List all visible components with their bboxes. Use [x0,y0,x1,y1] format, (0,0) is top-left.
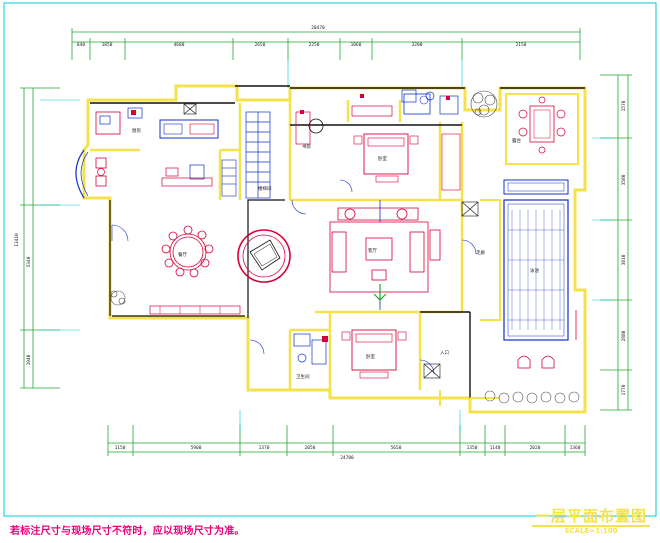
bottom-dim-labels: 1150 5900 1370 2050 5650 1350 1140 2020 … [115,445,581,451]
top-dim: 1060 [351,42,362,48]
staircase: 楼梯间 [245,111,272,199]
plant-top-right [470,90,498,118]
room-label-study: 书房 [302,143,311,150]
bay-window-seating [75,149,107,199]
bottom-total-dim: 24700 [340,455,354,461]
room-label-pool: 泳池 [530,267,539,274]
right-dim: 3580 [621,174,627,185]
bottom-dim: 1150 [115,445,126,451]
room-label-bath: 卫生间 [296,373,310,380]
drawing-note: 若标注尺寸与现场尺寸不符时，应以现场尺寸为准。 [10,526,245,537]
plan-title: 一层平面布置图 [534,507,647,525]
dining-table: 餐厅 [161,225,214,278]
top-dim: 4680 [174,42,185,48]
swimming-pool: 泳池 [503,179,569,341]
left-dim-labels: 13410 5340 1940 [14,233,32,365]
round-feature [237,229,291,283]
top-dim-labels: 840 1850 4680 2650 2250 1060 3200 2150 [77,42,527,48]
plants-bottom-right [484,390,580,404]
bathroom: 卫生间 [293,333,328,380]
terrace-area: 露台 [505,93,579,165]
top-dimension-chain [71,28,581,60]
right-dimension-chain [600,74,632,411]
dining-sideboard [149,305,241,315]
bottom-dimension-chain [107,425,586,456]
right-dim: 1770 [621,384,627,395]
bedroom-1: 卧室 [353,133,461,191]
top-dim: 2150 [516,42,527,48]
plant-left [110,290,126,306]
room-label-kitchen: 厨房 [132,127,141,134]
bedroom-2: 卧室 [341,329,407,379]
title-block: 一层平面布置图 SCALE=1:100 [528,505,654,541]
living-arrow [373,284,387,301]
axis-grid-lines [40,60,612,432]
right-dim: 1570 [621,100,627,111]
bottom-dim: 1370 [259,445,270,451]
top-dim: 1850 [102,42,113,48]
left-dimension-chain [20,87,60,389]
room-label-dining: 餐厅 [178,251,187,258]
room-label-living: 客厅 [368,247,377,254]
top-dim: 2250 [309,42,320,48]
bottom-dim: 1350 [467,445,478,451]
left-dim: 1940 [26,354,32,365]
drawing-frame [3,2,657,517]
bottom-dim: 5650 [391,445,402,451]
left-dim: 5340 [26,256,32,267]
room-label-corridor: 走廊 [476,249,485,256]
left-dim: 13410 [14,233,20,247]
building-walls [82,84,587,414]
room-label-terrace: 露台 [512,137,521,144]
bottom-dim: 2050 [305,445,316,451]
top-dim: 3200 [412,42,423,48]
small-stair [221,159,237,197]
right-dim-labels: 1570 3580 3810 2880 1770 [621,100,627,395]
red-markers [131,94,450,115]
room-label-bedroom-2: 卧室 [366,353,375,360]
right-dim: 3810 [621,254,627,265]
top-dim: 2650 [255,42,266,48]
bottom-dim: 1360 [570,445,581,451]
plan-scale: SCALE=1:100 [564,527,618,535]
bottom-dim: 5900 [191,445,202,451]
right-dim: 2880 [621,330,627,341]
title-underline [532,525,650,527]
living-room: 客厅 [329,200,441,310]
pool-chairs [517,310,577,369]
bottom-dim: 1140 [490,445,501,451]
top-dim: 840 [77,42,85,48]
kitchen-area: 厨房 [95,107,219,187]
room-label-stair: 楼梯间 [258,185,272,192]
shaft-markers [183,103,479,379]
room-label-bedroom-1: 卧室 [378,155,387,162]
bottom-dim: 2020 [530,445,541,451]
top-total-dim: 20470 [311,25,325,31]
study-room: 书房 [295,93,431,150]
room-label-entry: 入口 [440,350,449,356]
